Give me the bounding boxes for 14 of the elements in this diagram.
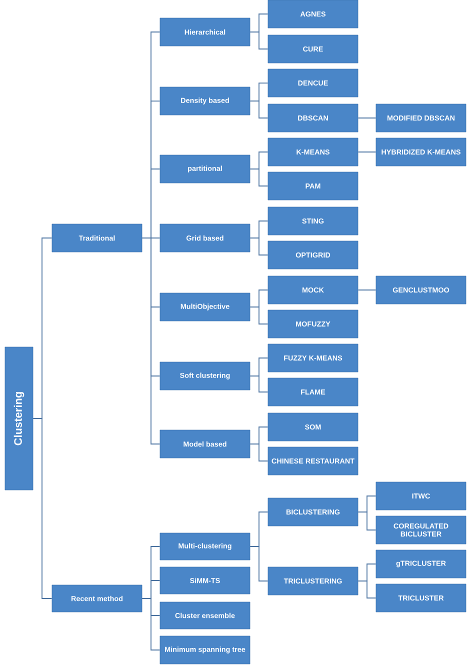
- connector: [250, 238, 268, 256]
- connector: [250, 32, 268, 50]
- connector: [250, 306, 268, 324]
- connector: [250, 168, 268, 186]
- connector: [250, 100, 268, 118]
- connector: [358, 580, 376, 598]
- connector: [250, 376, 268, 392]
- connector: [358, 512, 376, 530]
- connector: [32, 418, 52, 599]
- connector: [250, 546, 268, 582]
- connector: [250, 444, 268, 462]
- category-box: Clustering: [4, 346, 34, 490]
- connector: [142, 238, 160, 444]
- connector: [142, 598, 160, 650]
